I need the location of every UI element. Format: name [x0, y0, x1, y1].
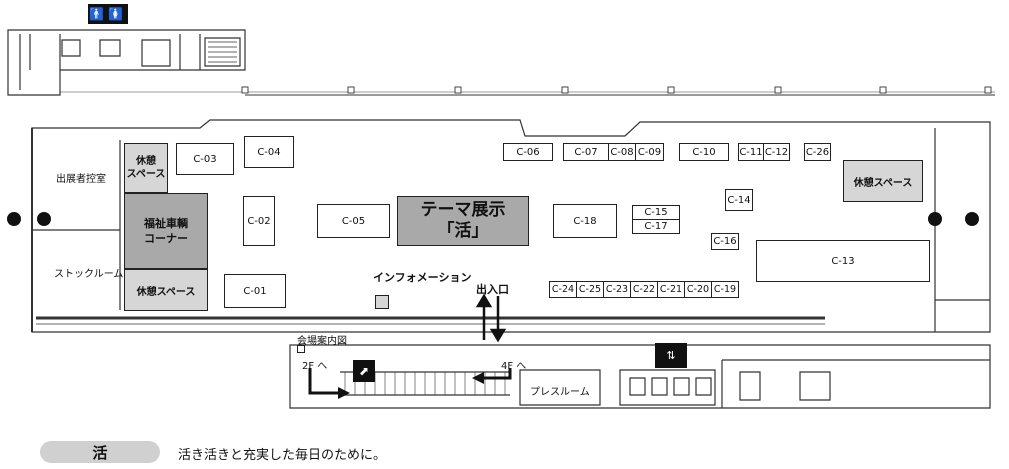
press-room-label: プレスルーム	[530, 387, 590, 398]
booth-c22[interactable]: C-22	[630, 281, 658, 298]
stock-room-label: ストックルーム	[54, 269, 124, 280]
booth-c21[interactable]: C-21	[657, 281, 685, 298]
booth-c04[interactable]: C-04	[244, 136, 294, 168]
rest-space-bottom-left: 休憩スペース	[124, 269, 208, 311]
legend-badge: 活	[40, 441, 160, 463]
booth-c02[interactable]: C-02	[243, 196, 275, 246]
rest-space-right: 休憩スペース	[843, 160, 923, 202]
theme-title: テーマ展示	[420, 199, 506, 220]
information-desk[interactable]	[375, 295, 389, 309]
elevator-icon: ⇅	[655, 343, 687, 368]
booth-c20[interactable]: C-20	[684, 281, 712, 298]
theme-exhibit: テーマ展示 「活」	[397, 196, 529, 246]
booth-c24[interactable]: C-24	[549, 281, 577, 298]
booth-c17[interactable]: C-17	[632, 219, 680, 234]
exhibitor-room-label: 出展者控室	[56, 174, 106, 185]
booth-c14[interactable]: C-14	[725, 189, 753, 211]
booth-c09[interactable]: C-09	[635, 143, 664, 161]
booth-c15[interactable]: C-15	[632, 205, 680, 220]
booth-c10[interactable]: C-10	[679, 143, 729, 161]
booth-c18[interactable]: C-18	[553, 204, 617, 238]
booth-c11[interactable]: C-11	[738, 143, 764, 161]
booth-c16[interactable]: C-16	[711, 233, 739, 250]
booth-c13[interactable]: C-13	[756, 240, 930, 282]
escalator-icon: ⬈	[353, 360, 375, 382]
information-label: インフォメーション	[373, 271, 472, 284]
booth-row-c07-c09: C-07 C-08 C-09	[563, 143, 664, 161]
booth-c25[interactable]: C-25	[576, 281, 604, 298]
booth-row-c24-c19: C-24 C-25 C-23 C-22 C-21 C-20 C-19	[549, 281, 739, 298]
booth-c12[interactable]: C-12	[763, 143, 790, 161]
booth-c19[interactable]: C-19	[711, 281, 739, 298]
booth-c05[interactable]: C-05	[317, 204, 390, 238]
booth-row-c11-c12: C-11 C-12	[738, 143, 790, 161]
to-4f-label: 4F へ	[501, 361, 527, 372]
legend-text: 活き活きと充実した毎日のために。	[178, 448, 387, 463]
restroom-icon: 🚹🚺	[88, 4, 128, 24]
venue-guide-label: 会場案内図	[297, 336, 347, 347]
welfare-vehicle-corner: 福祉車輌 コーナー	[124, 193, 208, 269]
booth-c08[interactable]: C-08	[608, 143, 636, 161]
booth-c07[interactable]: C-07	[563, 143, 609, 161]
to-2f-label: 2F へ	[302, 361, 328, 372]
booth-c01[interactable]: C-01	[224, 274, 286, 308]
booth-c06[interactable]: C-06	[503, 143, 553, 161]
booth-c23[interactable]: C-23	[603, 281, 631, 298]
entrance-label: 出入口	[476, 283, 509, 296]
booth-c26[interactable]: C-26	[804, 143, 831, 161]
rest-space-top-left: 休憩 スペース	[124, 143, 168, 193]
venue-guide-board[interactable]	[297, 345, 305, 353]
booth-c03[interactable]: C-03	[176, 143, 234, 175]
theme-subtitle: 「活」	[437, 221, 489, 241]
